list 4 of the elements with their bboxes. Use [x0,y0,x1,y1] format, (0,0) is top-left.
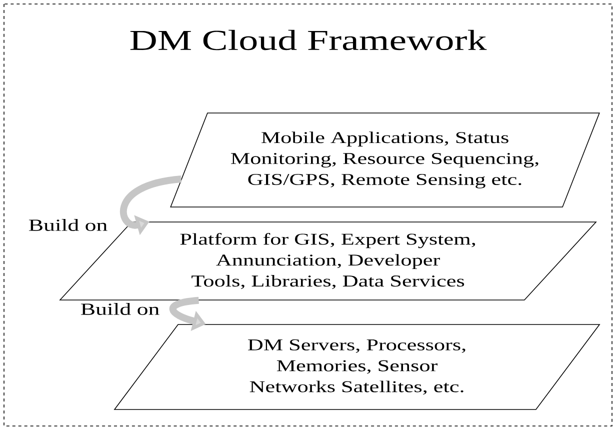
edge-label: Build on [80,303,160,315]
title: DM Cloud Framework [130,30,487,50]
dashed-frame [4,4,612,426]
layer-parallelogram: Mobile Applications, Status Monitoring, Resource Sequencing, GIS/GPS, Remote Sensing etc. [170,112,600,208]
